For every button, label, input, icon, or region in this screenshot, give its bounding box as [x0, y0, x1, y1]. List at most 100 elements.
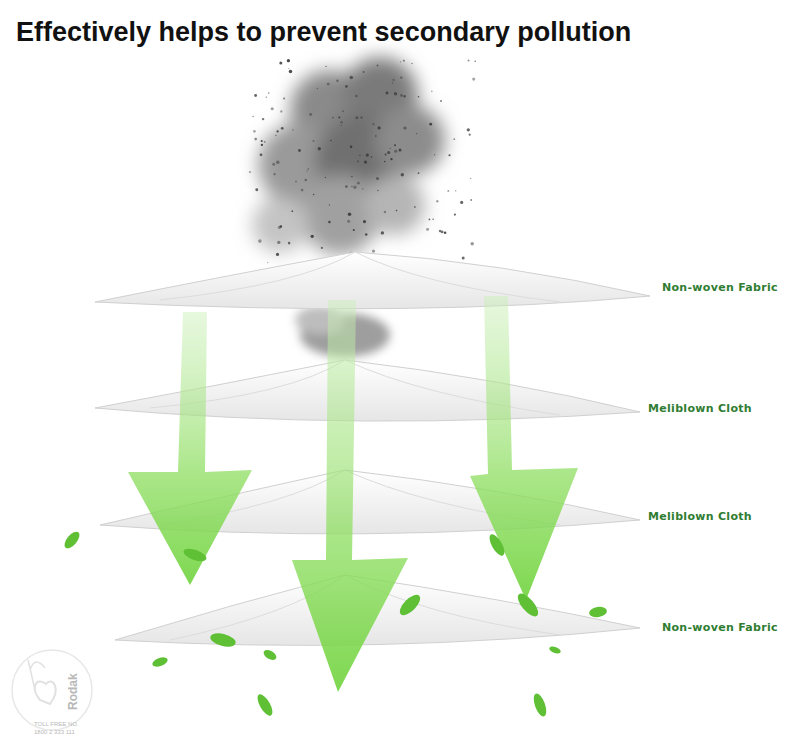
dust-dot — [288, 242, 291, 245]
dust-dot — [258, 239, 262, 243]
dust-dot — [390, 148, 391, 149]
dust-dot — [264, 141, 266, 143]
dust-dot — [403, 95, 406, 98]
dust-dot — [347, 220, 350, 223]
dust-dot — [392, 79, 394, 81]
dust-dot — [400, 61, 401, 62]
dust-dot — [372, 249, 375, 252]
dust-dot — [353, 186, 356, 189]
dust-dot — [332, 117, 334, 119]
dust-dot — [279, 225, 282, 228]
dust-dot — [363, 220, 366, 223]
dust-dot — [321, 247, 323, 249]
dust-dot — [365, 233, 368, 236]
dust-dot — [467, 128, 470, 131]
dust-dot — [265, 96, 266, 97]
dust-dot — [384, 161, 385, 162]
dust-dot — [469, 134, 471, 136]
dust-dot — [470, 178, 471, 179]
dust-dot — [261, 144, 263, 146]
dust-dot — [371, 156, 372, 157]
dust-dot — [447, 190, 449, 192]
dust-dot — [281, 127, 284, 130]
dust-dot — [336, 80, 338, 82]
dust-dot — [462, 256, 465, 259]
dust-dot — [357, 182, 360, 185]
dust-dot — [267, 262, 268, 263]
dust-dot — [444, 231, 447, 234]
dust-dot — [275, 135, 276, 136]
dust-dot — [418, 172, 420, 174]
airflow-arrow — [292, 300, 408, 692]
dust-dot — [328, 221, 331, 224]
dust-dot — [431, 91, 433, 93]
dust-dot — [283, 98, 285, 100]
dust-dot — [280, 110, 282, 112]
dust-dot — [454, 214, 456, 216]
dust-dot — [411, 63, 413, 65]
dust-dot — [436, 200, 439, 203]
dust-dot — [261, 140, 263, 142]
dust-dot — [377, 65, 379, 67]
dust-dot — [345, 85, 348, 88]
dust-dot — [254, 94, 257, 97]
dust-dot — [472, 78, 475, 81]
dust-dot — [381, 231, 384, 234]
dust-dot — [359, 155, 360, 156]
dust-dot — [366, 154, 369, 157]
dust-dot — [426, 228, 429, 231]
dust-dot — [460, 201, 463, 204]
dust-dot — [277, 241, 280, 244]
dust-dot — [268, 92, 270, 94]
dust-dot — [327, 83, 330, 86]
dust-dot — [342, 110, 344, 112]
dust-dot — [385, 154, 387, 156]
dust-dot — [378, 126, 381, 129]
dust-dot — [474, 60, 475, 61]
dust-dot — [260, 153, 263, 156]
dust-dot — [362, 188, 363, 189]
layer-fold — [160, 252, 560, 302]
smoke-cloud — [252, 57, 445, 255]
watermark-text: Rodak — [66, 673, 80, 710]
dust-dot — [252, 116, 254, 118]
dust-dot — [253, 130, 256, 133]
dust-dot — [306, 170, 307, 171]
layer-label: Meliblown Cloth — [646, 510, 754, 523]
dust-dot — [305, 179, 308, 182]
dust-dot — [453, 138, 455, 140]
dust-dot — [384, 211, 386, 213]
dust-dot — [311, 235, 314, 238]
dust-dot — [353, 229, 355, 231]
dust-dot — [338, 116, 340, 118]
dust-dot — [390, 158, 392, 160]
dust-dot — [394, 150, 397, 153]
dust-dot — [330, 140, 331, 141]
dust-dot — [400, 94, 403, 97]
dust-dot — [279, 61, 282, 64]
dust-dot — [372, 123, 374, 125]
dust-dot — [345, 185, 348, 188]
dust-dot — [308, 168, 309, 169]
dust-dot — [329, 204, 330, 205]
fabric-layer — [95, 252, 650, 309]
dust-dot — [364, 160, 367, 163]
dust-dot — [348, 212, 352, 216]
dust-dot — [271, 107, 274, 110]
dust-dot — [276, 160, 280, 164]
dust-dot — [396, 210, 398, 212]
dust-dot — [470, 199, 472, 201]
dust-dot — [429, 219, 431, 221]
watermark-logo — [12, 650, 92, 730]
dust-dot — [376, 177, 379, 180]
dust-dot — [317, 88, 318, 89]
dust-dot — [400, 76, 402, 78]
layer-label: Meliblown Cloth — [646, 402, 754, 415]
dust-dot — [377, 190, 379, 192]
dust-dot — [403, 60, 405, 62]
dust-dot — [292, 129, 293, 130]
dust-dot — [341, 125, 342, 126]
fabric-layer — [95, 360, 640, 421]
dust-dot — [255, 188, 258, 191]
